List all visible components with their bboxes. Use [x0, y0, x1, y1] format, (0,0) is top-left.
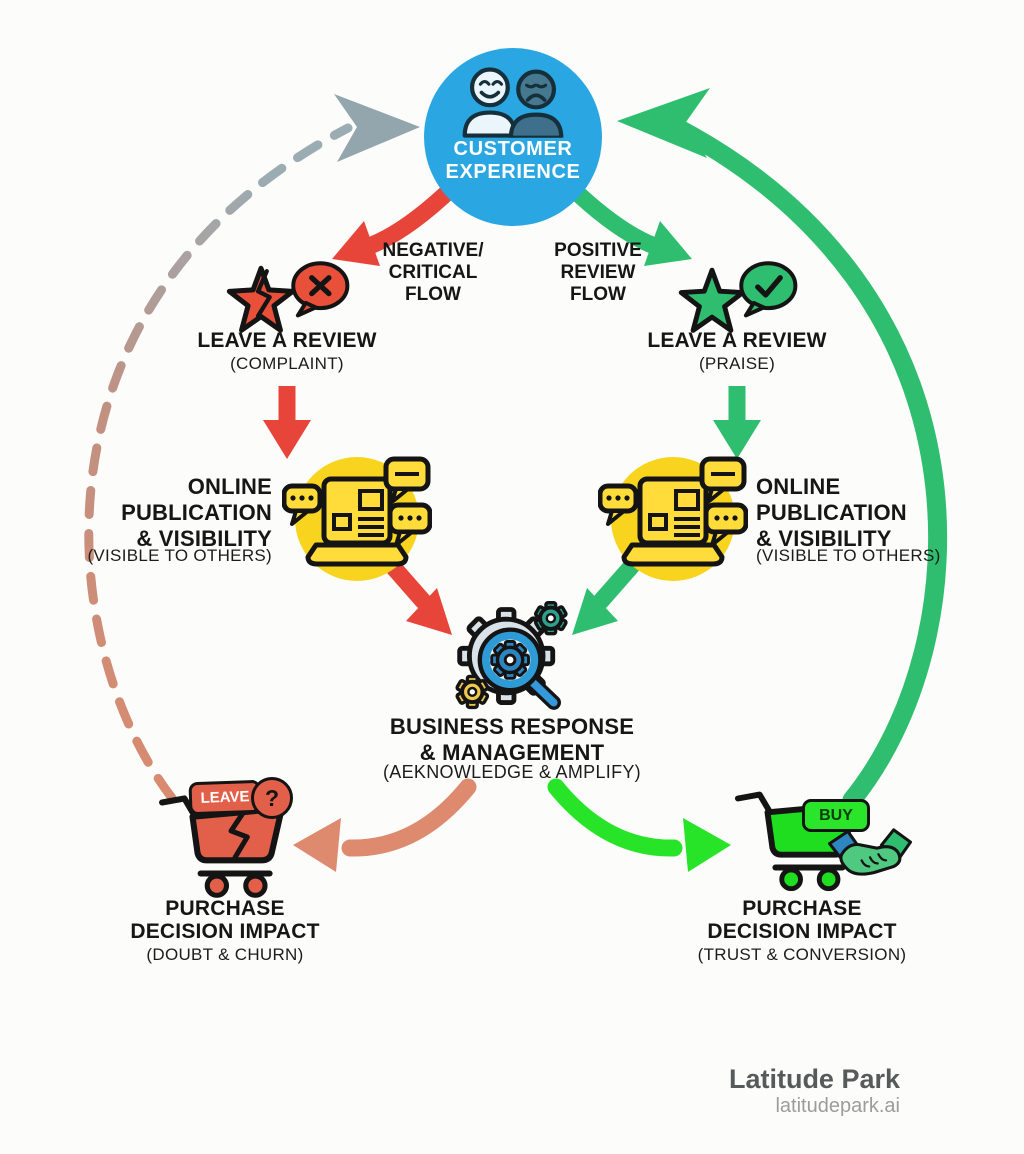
footer-brand-block: Latitude Park latitudepark.ai — [560, 1064, 900, 1118]
complaint-bubble-x-icon — [286, 258, 352, 320]
business-to-churn-arrow — [293, 778, 477, 872]
brand-site: latitudepark.ai — [775, 1095, 900, 1117]
negative-flow-label: NEGATIVE/ CRITICAL FLOW — [382, 240, 484, 305]
online-publication-icon — [598, 452, 748, 584]
business-to-buy-arrow — [547, 778, 731, 872]
buy-badge: BUY — [802, 799, 870, 832]
negative-publication-title: ONLINE PUBLICATION & VISIBILITY — [121, 474, 272, 551]
negative-review-subtitle: (COMPLAINT) — [230, 354, 344, 373]
positive-publication-subtitle: (VISIBLE TO OTHERS) — [756, 546, 941, 565]
negative-publication-subtitle: (VISIBLE TO OTHERS) — [87, 546, 272, 565]
handshake-icon — [828, 824, 912, 880]
positive-publication-title: ONLINE PUBLICATION & VISIBILITY — [756, 474, 907, 551]
gears-magnifier-icon — [450, 594, 576, 720]
business-node-subtitle: (AEKNOWLEDGE & AMPLIFY) — [383, 762, 641, 782]
customer-node-title-line2: EXPERIENCE — [445, 161, 581, 183]
negative-flow-arrow — [332, 179, 461, 266]
negative-review-title: LEAVE A REVIEW — [197, 329, 377, 352]
positive-publication-to-business-arrow — [572, 551, 646, 635]
churn-impact-subtitle: (DOUBT & CHURN) — [146, 945, 304, 964]
positive-review-title: LEAVE A REVIEW — [647, 329, 827, 352]
online-publication-icon — [282, 452, 432, 584]
praise-bubble-check-icon — [734, 258, 800, 320]
customer-experience-node: CUSTOMER EXPERIENCE — [424, 48, 602, 226]
conversion-impact-subtitle: (TRUST & CONVERSION) — [697, 945, 907, 964]
happy-sad-customers-icon — [450, 64, 576, 138]
positive-review-to-publication-arrow — [713, 386, 761, 459]
positive-flow-arrow — [563, 179, 692, 266]
churn-impact-title: PURCHASE DECISION IMPACT — [130, 897, 320, 943]
conversion-loop-arrow — [617, 88, 948, 810]
question-mark-icon: ? — [251, 777, 293, 819]
positive-flow-label: POSITIVE REVIEW FLOW — [554, 240, 642, 305]
negative-review-to-publication-arrow — [263, 386, 311, 459]
churn-loop-dashed-arrow — [84, 94, 420, 803]
customer-node-title-line1: CUSTOMER — [453, 138, 573, 160]
business-node-title: BUSINESS RESPONSE & MANAGEMENT — [389, 714, 635, 765]
brand-name: Latitude Park — [728, 1064, 900, 1094]
conversion-impact-title: PURCHASE DECISION IMPACT — [707, 897, 897, 943]
positive-review-subtitle: (PRAISE) — [698, 354, 776, 373]
